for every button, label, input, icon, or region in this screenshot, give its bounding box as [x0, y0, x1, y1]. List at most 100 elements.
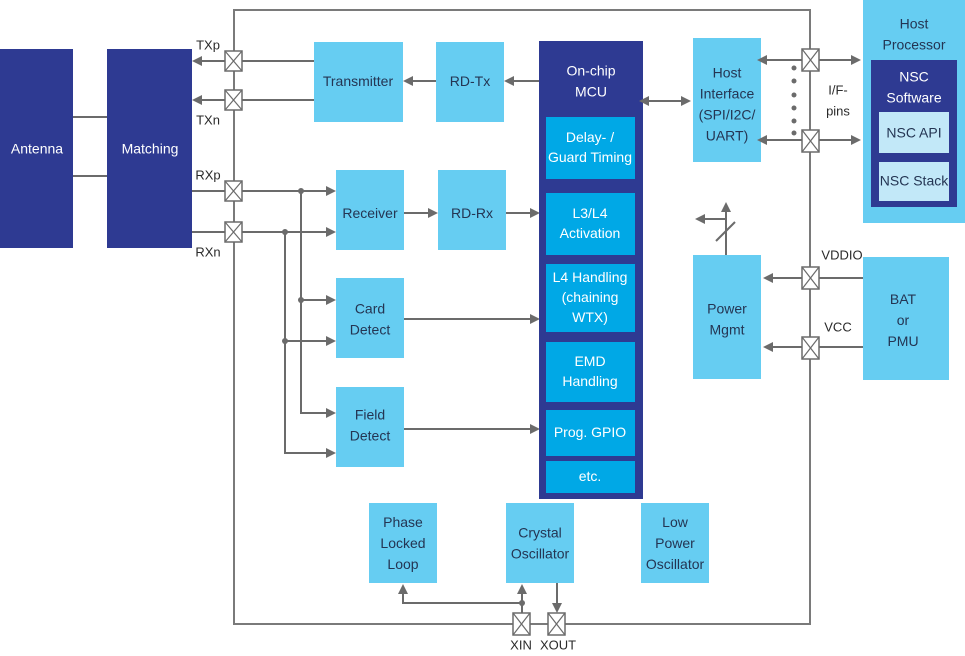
pad-txn: [224, 89, 243, 111]
text-line: Host: [713, 64, 742, 80]
host-interface-block: [693, 38, 761, 162]
nsc-api-label: NSC API: [886, 125, 941, 141]
text-line: Power: [655, 535, 695, 551]
junction-dot: [298, 188, 304, 194]
ellipsis-dots: [791, 65, 797, 136]
pad-if-1: [801, 48, 820, 72]
bus-slash: [715, 221, 736, 242]
rd-tx-block: [436, 42, 504, 122]
text-line: etc.: [579, 468, 602, 484]
pin-label-xin: XIN: [510, 637, 532, 652]
mcu-module-box: [546, 461, 635, 493]
crystal-oscillator-block: [506, 503, 574, 583]
low-power-oscillator-block: [641, 503, 709, 583]
text-line: Oscillator: [646, 556, 705, 572]
text-line: Detect: [350, 427, 391, 443]
text-line: Processor: [882, 36, 945, 52]
text-line: Handling: [562, 373, 617, 389]
rxn-to-field-detect: [284, 232, 336, 458]
nsc-api-block: [879, 112, 949, 153]
mcu-module-box: [546, 342, 635, 402]
mcu-module-label: Prog. GPIO: [554, 424, 626, 440]
pll-block: [369, 503, 437, 583]
matching-block: [107, 49, 192, 248]
text-line: UART): [706, 127, 749, 143]
junction-dot: [519, 600, 525, 606]
transmitter-label: Transmitter: [323, 73, 394, 89]
text-line: Low: [662, 514, 689, 530]
receiver-block: [336, 170, 404, 250]
text-line: Interface: [700, 85, 755, 101]
power-mgmt-block: [693, 255, 761, 379]
transmitter-block: [314, 42, 403, 122]
text-line: Phase: [383, 514, 423, 530]
text-line: Receiver: [342, 205, 398, 221]
text-line: PMU: [887, 333, 918, 349]
text-line: (chaining: [562, 289, 619, 305]
mcu-module-label: Delay- / Guard Timing: [548, 129, 632, 165]
pin-label-txn: TXn: [196, 112, 220, 127]
nsc-stack-block: [879, 162, 949, 201]
nsc-software-label: NSC Software: [886, 68, 941, 105]
text-line: EMD: [574, 353, 605, 369]
pad-rxn: [224, 221, 243, 243]
text-line: Field: [355, 406, 385, 422]
text-line: L3/L4: [572, 205, 607, 221]
text-line: BAT: [890, 291, 917, 307]
text-line: L4 Handling: [553, 269, 628, 285]
text-line: Locked: [380, 535, 425, 551]
mcu-module-label: etc.: [579, 468, 602, 484]
pad-txp: [224, 50, 243, 72]
pin-label-vddio: VDDIO: [821, 247, 862, 262]
card-detect-block: [336, 278, 404, 358]
text-line: Guard Timing: [548, 149, 632, 165]
text-line: Crystal: [518, 524, 562, 540]
receiver-label: Receiver: [342, 205, 398, 221]
if-pins-label: I/F-pins: [826, 83, 850, 119]
text-line: NSC: [899, 68, 929, 84]
text-line: or: [897, 312, 910, 328]
pad-vcc: [801, 336, 820, 360]
nsc-stack-label: NSC Stack: [880, 173, 949, 189]
field-detect-block: [336, 387, 404, 467]
text-line: Delay- /: [566, 129, 614, 145]
text-line: I/F-: [828, 83, 848, 98]
pin-label-rxp: RXp: [195, 167, 220, 182]
text-line: On-chip: [566, 62, 615, 78]
matching-label: Matching: [122, 141, 179, 157]
text-line: Card: [355, 300, 385, 316]
pin-label-txp: TXp: [196, 37, 220, 52]
junction-dot: [298, 297, 304, 303]
mcu-module-label: EMD Handling: [562, 353, 617, 389]
text-line: Activation: [560, 225, 621, 241]
pad-rxp: [224, 180, 243, 202]
text-line: RD-Rx: [451, 205, 493, 221]
junction-dot: [282, 338, 288, 344]
pad-if-n: [801, 129, 820, 153]
rd-tx-label: RD-Tx: [450, 73, 490, 89]
text-line: Detect: [350, 321, 391, 337]
pad-vddio: [801, 266, 820, 290]
text-line: Mgmt: [710, 321, 745, 337]
text-line: (SPI/I2C/: [699, 106, 756, 122]
antenna-label: Antenna: [11, 141, 63, 157]
text-line: WTX): [572, 309, 608, 325]
text-line: Loop: [387, 556, 418, 572]
pin-label-rxn: RXn: [195, 244, 220, 259]
pad-xout: [547, 612, 566, 636]
text-line: Power: [707, 300, 747, 316]
text-line: Software: [886, 89, 941, 105]
mcu-module-box: [546, 264, 635, 332]
text-line: RD-Tx: [450, 73, 490, 89]
text-line: Prog. GPIO: [554, 424, 626, 440]
